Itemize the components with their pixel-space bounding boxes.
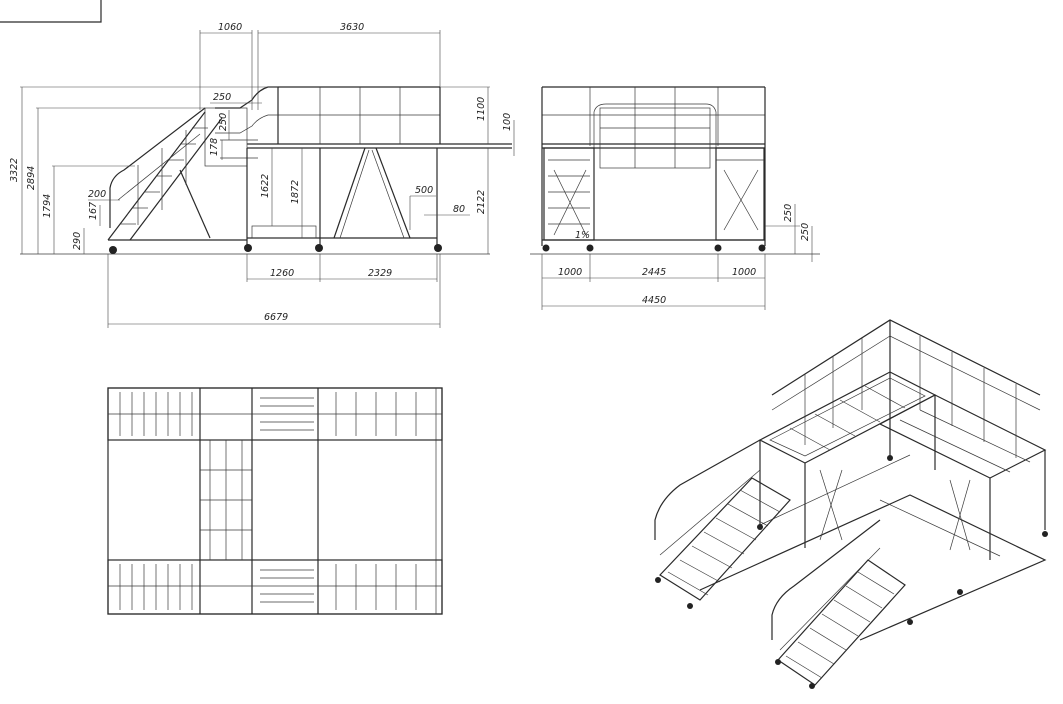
plan-grating-top [108, 392, 442, 436]
dim-3630: 3630 [340, 22, 364, 33]
front-view-dimensions: 1000 2445 1000 4450 250 250 [541, 204, 813, 310]
wheel-icon [586, 244, 594, 252]
wheel-icon [957, 589, 963, 595]
dim-2894: 2894 [26, 166, 37, 190]
dim-2329: 2329 [368, 268, 392, 279]
plan-grating-bottom [108, 564, 442, 610]
dim-3322: 3322 [9, 158, 20, 182]
side-view: 1060 3630 250 250 178 1100 100 2122 [9, 22, 515, 328]
wheel-icon [758, 244, 766, 252]
wheel-icon [809, 683, 815, 689]
dim-2122: 2122 [476, 190, 487, 214]
iso-stair-left [654, 439, 791, 601]
dim-500: 500 [415, 185, 433, 196]
plan-walkway [200, 440, 252, 560]
dim-4450: 4450 [642, 295, 666, 306]
dim-250-front-b: 250 [800, 223, 811, 241]
title-block-corner [0, 0, 102, 23]
dim-6679: 6679 [264, 312, 288, 323]
front-view: 1% 1000 2445 1000 4450 250 250 [530, 86, 820, 310]
wheel-icon [907, 619, 913, 625]
wheel-icon [887, 455, 893, 461]
dim-200: 200 [88, 189, 106, 200]
wheel-icon [775, 659, 781, 665]
plan-view [107, 387, 443, 615]
wheel-icon [757, 524, 763, 530]
dim-250-front-a: 250 [783, 204, 794, 222]
dim-80: 80 [453, 204, 465, 215]
dim-250-vert: 250 [218, 113, 229, 131]
wheel-icon [687, 603, 693, 609]
stair-treads [120, 127, 208, 225]
dim-1100: 1100 [476, 97, 487, 121]
dim-250-top: 250 [213, 92, 231, 103]
wheel-icon [1042, 531, 1048, 537]
wheel-icon [315, 244, 323, 252]
dim-1000-right: 1000 [732, 267, 756, 278]
dim-1622: 1622 [260, 174, 271, 198]
dim-1060: 1060 [218, 22, 242, 33]
isometric-view [654, 319, 1048, 689]
wheel-icon [655, 577, 661, 583]
side-view-dimensions: 1060 3630 250 250 178 1100 100 2122 [9, 22, 515, 328]
wheel-icon [542, 244, 550, 252]
dim-1000-left: 1000 [558, 267, 582, 278]
dim-1794: 1794 [42, 194, 53, 218]
dim-167: 167 [88, 202, 99, 220]
dim-1260: 1260 [270, 268, 294, 279]
wheel-icon [434, 244, 442, 252]
wheel-icon [109, 246, 117, 254]
dim-100: 100 [502, 113, 513, 131]
dim-178: 178 [209, 138, 220, 156]
dim-1872: 1872 [290, 180, 301, 204]
wheel-icon [714, 244, 722, 252]
iso-stair-right [771, 519, 906, 686]
dim-290: 290 [72, 232, 83, 250]
dim-2445: 2445 [642, 267, 666, 278]
wheel-icon [244, 244, 252, 252]
slope-mark: 1% [575, 230, 590, 241]
